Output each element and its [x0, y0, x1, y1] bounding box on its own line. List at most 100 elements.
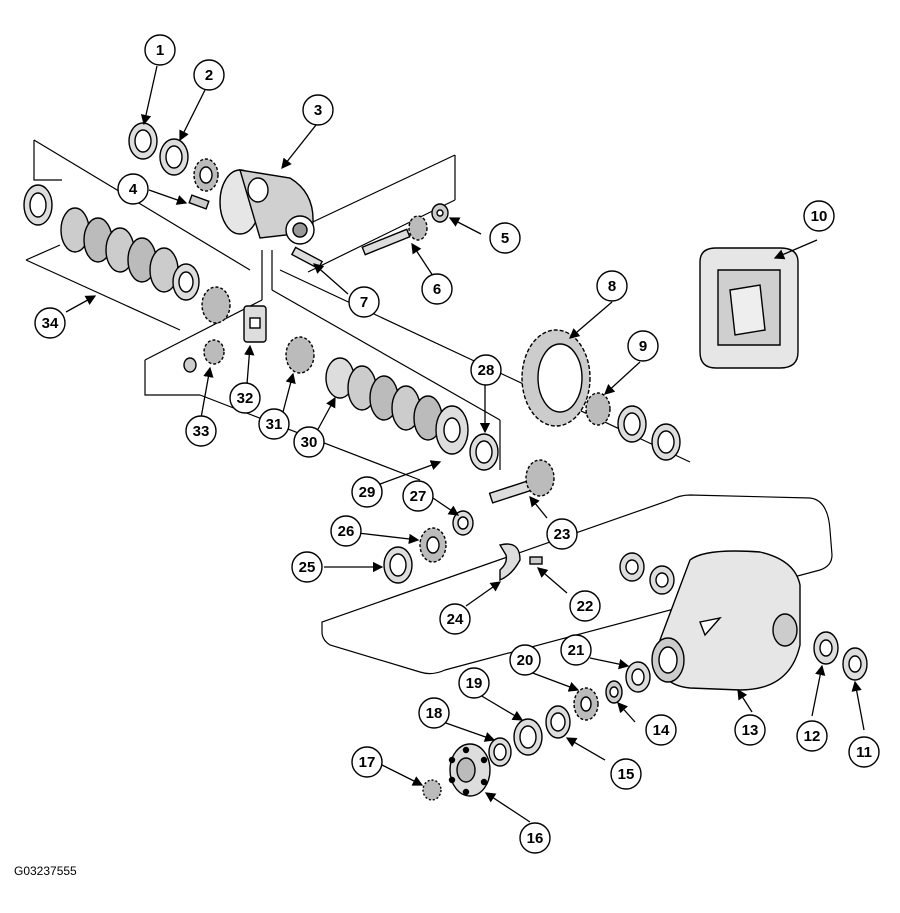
callout-19: 19	[458, 667, 490, 699]
callout-20: 20	[509, 644, 541, 676]
svg-text:32: 32	[237, 390, 254, 407]
seal-part-28	[469, 433, 499, 471]
callout-8: 8	[596, 270, 628, 302]
bearing-cup-part-25	[383, 546, 413, 584]
bolt-part-4	[188, 194, 210, 210]
callout-21: 21	[560, 634, 592, 666]
svg-text:25: 25	[299, 559, 316, 576]
callout-23: 23	[546, 518, 578, 550]
callout-4: 4	[117, 173, 149, 205]
callout-31: 31	[258, 408, 290, 440]
bearing-cup-part-1	[128, 122, 158, 160]
clutch-pack-part-30	[325, 357, 469, 455]
bearing-part-2	[159, 138, 189, 176]
callout-13: 13	[734, 714, 766, 746]
flange-part-16	[448, 743, 491, 797]
screw-part-22	[529, 556, 543, 565]
cover-part-10	[699, 247, 799, 369]
svg-text:24: 24	[447, 611, 464, 628]
bolt-part-7	[290, 246, 324, 270]
svg-text:16: 16	[527, 830, 544, 847]
svg-text:10: 10	[811, 208, 828, 225]
housing-bearings	[619, 552, 675, 595]
spacer-part-14	[605, 680, 623, 704]
svg-text:33: 33	[193, 423, 210, 440]
callout-26: 26	[330, 515, 362, 547]
seal-part-11	[842, 647, 868, 681]
svg-text:31: 31	[266, 416, 283, 433]
svg-text:21: 21	[568, 642, 585, 659]
svg-text:7: 7	[360, 294, 368, 311]
callout-18: 18	[418, 697, 450, 729]
callout-32: 32	[229, 382, 261, 414]
callout-9: 9	[627, 330, 659, 362]
callout-22: 22	[569, 590, 601, 622]
callout-34: 34	[34, 307, 66, 339]
svg-text:11: 11	[856, 744, 872, 761]
seal-part-19	[513, 718, 543, 756]
svg-text:5: 5	[501, 230, 509, 247]
svg-text:22: 22	[577, 598, 594, 615]
thrust-block-part-32	[243, 305, 267, 343]
callout-16: 16	[519, 822, 551, 854]
svg-text:30: 30	[301, 434, 318, 451]
figure-id: G03237555	[14, 864, 77, 878]
svg-text:20: 20	[517, 652, 534, 669]
callout-17: 17	[351, 746, 383, 778]
ring-gear-part-8	[521, 329, 591, 427]
callout-33: 33	[185, 415, 217, 447]
callout-27: 27	[402, 480, 434, 512]
callout-15: 15	[610, 758, 642, 790]
svg-text:1: 1	[156, 42, 164, 59]
bearing-part-20	[573, 687, 599, 721]
svg-text:4: 4	[129, 181, 138, 198]
svg-text:14: 14	[653, 722, 670, 739]
svg-text:18: 18	[426, 705, 443, 722]
clutch-pack-bracket	[33, 140, 62, 181]
callout-25: 25	[291, 551, 323, 583]
side-gear-part	[201, 286, 231, 324]
callout-29: 29	[351, 476, 383, 508]
svg-text:13: 13	[742, 722, 759, 739]
callout-10: 10	[803, 200, 835, 232]
svg-text:8: 8	[608, 278, 616, 295]
svg-text:15: 15	[618, 766, 635, 783]
callout-11: 11	[848, 736, 880, 768]
bearing-part-27	[452, 510, 474, 536]
callout-1: 1	[144, 34, 176, 66]
clutch-pack-part-34	[23, 184, 200, 301]
svg-text:23: 23	[554, 526, 571, 543]
parts	[23, 122, 868, 801]
svg-text:17: 17	[359, 754, 376, 771]
small-gear-part	[193, 158, 219, 192]
housing-outline	[321, 494, 833, 675]
svg-text:27: 27	[410, 488, 427, 505]
svg-text:26: 26	[338, 523, 355, 540]
gear-washer-part-33	[183, 339, 225, 373]
callout-28: 28	[470, 354, 502, 386]
nut-part-17	[422, 779, 442, 801]
svg-text:29: 29	[359, 484, 376, 501]
differential-case-part-3	[219, 169, 315, 245]
side-gear-part-31	[285, 336, 315, 374]
leader-lines	[65, 65, 865, 823]
drive-pinion-part-23	[488, 459, 555, 504]
svg-text:12: 12	[804, 728, 821, 745]
callout-7: 7	[348, 286, 380, 318]
callout-6: 6	[421, 273, 453, 305]
callout-30: 30	[293, 426, 325, 458]
callout-14: 14	[645, 714, 677, 746]
washer-part-5	[431, 203, 449, 223]
bearing-part-21	[625, 661, 651, 693]
bearing-part-12	[813, 631, 839, 665]
svg-text:19: 19	[466, 675, 483, 692]
svg-text:34: 34	[42, 315, 59, 332]
svg-text:6: 6	[433, 281, 441, 298]
deflector-part-18	[488, 737, 512, 767]
callouts: 1 2 3 4 5 6 7 8 9 10 11 12 13 14 15 16 1…	[34, 34, 880, 854]
pinion-shaft-part-6	[361, 215, 428, 256]
bearing-part-26	[419, 527, 447, 563]
case-internals-outline	[144, 360, 200, 396]
pinion-gear-part-9	[585, 392, 681, 461]
callout-24: 24	[439, 603, 471, 635]
